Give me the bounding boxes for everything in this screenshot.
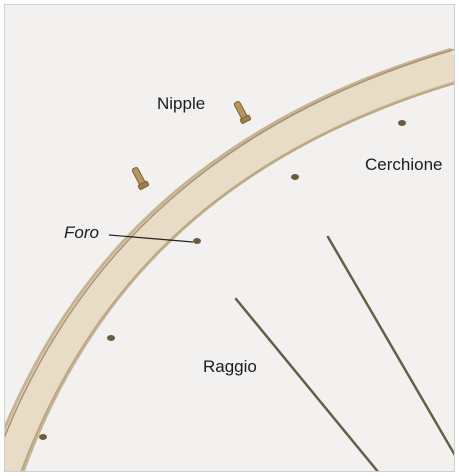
rim-hole xyxy=(39,434,47,440)
illustration-frame: Nipple Cerchione Foro Raggio xyxy=(4,4,455,472)
rim-face xyxy=(5,65,455,472)
spoke-label: Raggio xyxy=(203,358,257,375)
rim-hole xyxy=(398,120,406,126)
rim-hole xyxy=(291,174,299,180)
rim-outer-edge xyxy=(5,65,455,472)
spoke-line xyxy=(328,237,455,457)
rim-hole xyxy=(107,335,115,341)
nipple-label: Nipple xyxy=(157,95,205,112)
rim-inner-line xyxy=(19,83,455,472)
nipple-icon xyxy=(232,100,251,124)
rim-hole xyxy=(193,238,201,244)
nipple-icon xyxy=(130,166,149,190)
rim-label: Cerchione xyxy=(365,156,443,173)
spoke-line xyxy=(236,299,379,472)
rim-outer-line xyxy=(5,49,455,467)
hole-label: Foro xyxy=(64,224,99,241)
